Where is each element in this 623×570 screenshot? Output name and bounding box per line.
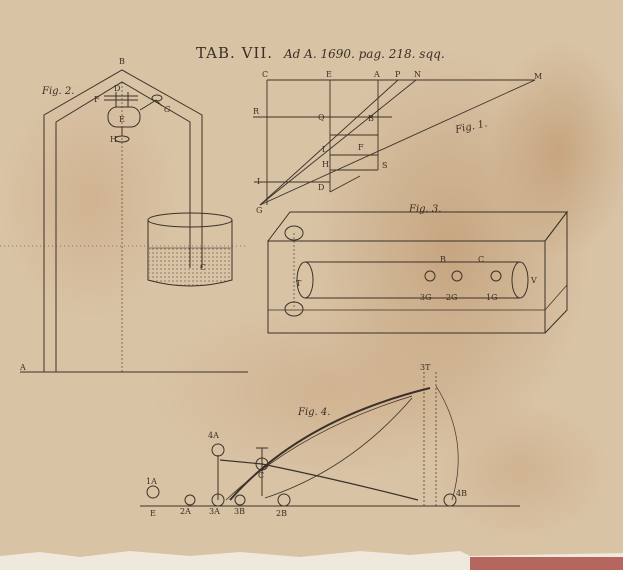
point-label-2B: 2B <box>276 509 287 518</box>
point-label-V: V <box>530 276 537 285</box>
point-label-3G: 3G <box>420 293 431 302</box>
point-label-A: A <box>373 70 380 79</box>
point-label-E: E <box>150 509 156 518</box>
point-label-S: S <box>382 161 387 170</box>
point-label-M: M <box>534 72 542 81</box>
fig-4-diagram <box>140 372 520 507</box>
point-label-2A: 2A <box>180 507 191 516</box>
point-label-B: B <box>119 57 125 66</box>
fig-2-basin <box>147 212 233 287</box>
point-label-L: L <box>322 145 328 154</box>
point-label-B: B <box>368 114 374 123</box>
point-label-1G: 1G <box>486 293 497 302</box>
binding-edge <box>470 557 623 570</box>
point-label-3T: 3T <box>420 363 431 372</box>
point-label-C: C <box>258 471 264 480</box>
point-label-D: D <box>114 84 120 93</box>
fig-4-caption: Fig. 4. <box>297 407 330 418</box>
point-label-A: A <box>19 363 26 372</box>
point-label-F: F <box>358 143 364 152</box>
fig-3-labels: T V B C 3G 2G 1G <box>296 255 537 302</box>
point-label-D: D <box>318 183 324 192</box>
point-label-3B: 3B <box>234 507 245 516</box>
fig-3-caption: Fig. 3. <box>408 204 441 215</box>
fig-2-labels: B D F E G H C A <box>19 57 206 372</box>
fig-4-labels: 1A E 2A 3A 3B 2B 4A C 4B 3T <box>146 363 467 518</box>
point-label-2G: 2G <box>446 293 457 302</box>
point-label-I: I <box>257 177 260 186</box>
point-label-1A: 1A <box>146 477 157 486</box>
point-label-P: P <box>395 70 401 79</box>
plate-title: TAB. VII. <box>196 44 273 62</box>
fig-2-stopcock <box>104 92 163 143</box>
fig-1-labels: C E A P N M R Q B L F I H S D G <box>253 70 542 215</box>
fig-1-diagram <box>253 79 536 206</box>
point-label-C: C <box>478 255 484 264</box>
point-label-G: G <box>256 206 262 215</box>
point-label-T: T <box>296 279 302 288</box>
point-label-B: B <box>440 255 446 264</box>
point-label-N: N <box>414 70 421 79</box>
point-label-C: C <box>200 263 206 272</box>
point-label-G: G <box>164 105 171 114</box>
point-label-Q: Q <box>318 113 325 122</box>
point-label-R: R <box>253 107 260 116</box>
fig-2-tube <box>0 69 248 373</box>
stain <box>0 80 180 320</box>
point-label-H: H <box>322 160 329 169</box>
stain <box>150 300 510 480</box>
stain <box>430 400 610 540</box>
point-label-C: C <box>262 70 268 79</box>
point-label-3A: 3A <box>209 507 220 516</box>
stain <box>490 40 623 260</box>
point-label-4A: 4A <box>208 431 219 440</box>
point-label-E: E <box>326 70 332 79</box>
plate-reference: Ad A. 1690. pag. 218. sqq. <box>283 47 445 61</box>
point-label-H: H <box>110 135 117 144</box>
point-label-F: F <box>94 95 100 104</box>
point-label-E: E <box>119 115 125 124</box>
point-label-4B: 4B <box>456 489 467 498</box>
torn-page-edge <box>0 551 623 570</box>
fig-2-caption: Fig. 2. <box>41 86 74 97</box>
fig-3-block <box>266 210 569 334</box>
